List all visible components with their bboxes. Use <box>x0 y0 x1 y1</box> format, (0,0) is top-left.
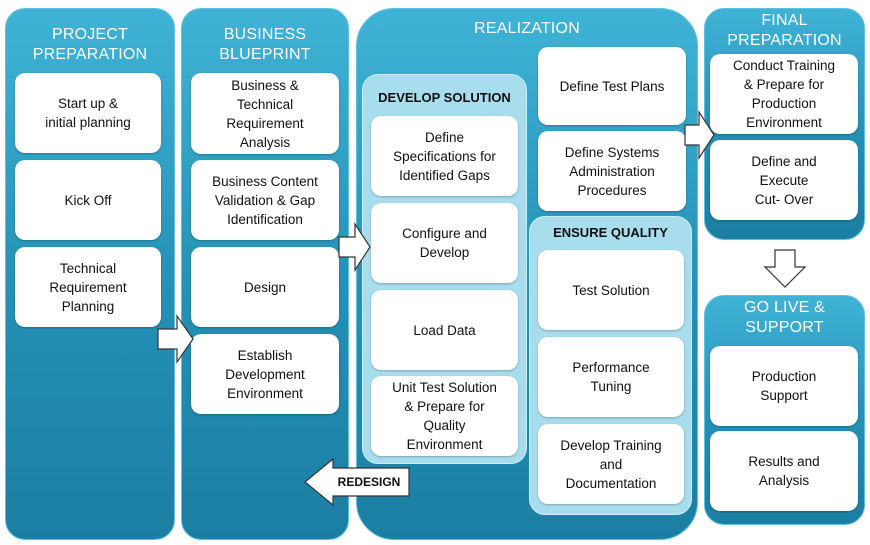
step-unit-test-solution: Unit Test Solution & Prepare for Quality… <box>371 376 518 456</box>
develop-solution-title: DEVELOP SOLUTION <box>378 90 511 105</box>
arrow-right-icon <box>157 314 194 364</box>
step-results-analysis: Results and Analysis <box>710 431 858 511</box>
step-configure-develop: Configure and Develop <box>371 203 518 283</box>
phase-title-realization: REALIZATION <box>474 20 580 37</box>
step-develop-training: Develop Training and Documentation <box>538 424 684 504</box>
step-establish-development-environment: Establish Development Environment <box>191 334 339 414</box>
arrow-down-icon <box>763 249 807 288</box>
step-business-content-validation: Business Content Validation & Gap Identi… <box>191 160 339 240</box>
step-business-technical-analysis: Business & Technical Requirement Analysi… <box>191 73 339 154</box>
phase-title-final-preparation: FINAL PREPARATION <box>727 12 842 49</box>
redesign-arrow-left-icon <box>304 457 410 507</box>
phase-title-business-blueprint: BUSINESS BLUEPRINT <box>219 26 311 63</box>
step-define-test-plans: Define Test Plans <box>538 47 686 125</box>
step-technical-requirement-planning: Technical Requirement Planning <box>15 247 161 327</box>
phase-title-go-live-support: GO LIVE & SUPPORT <box>744 299 825 336</box>
phase-title-project-preparation: PROJECT PREPARATION <box>32 26 148 63</box>
step-conduct-training: Conduct Training & Prepare for Productio… <box>710 54 858 134</box>
step-load-data: Load Data <box>371 290 518 370</box>
step-start-up: Start up & initial planning <box>15 73 161 153</box>
step-define-systems-administration: Define Systems Administration Procedures <box>538 131 686 211</box>
arrow-right-icon <box>338 221 371 273</box>
arrow-right-icon <box>684 109 715 161</box>
step-define-execute-cutover: Define and Execute Cut- Over <box>710 140 858 220</box>
step-define-specifications: Define Specifications for Identified Gap… <box>371 116 518 196</box>
step-performance-tuning: Performance Tuning <box>538 337 684 417</box>
step-kick-off: Kick Off <box>15 160 161 240</box>
step-test-solution: Test Solution <box>538 250 684 330</box>
step-production-support: Production Support <box>710 346 858 426</box>
step-design: Design <box>191 247 339 327</box>
redesign-label: REDESIGN <box>337 475 401 489</box>
ensure-quality-title: ENSURE QUALITY <box>553 225 668 240</box>
